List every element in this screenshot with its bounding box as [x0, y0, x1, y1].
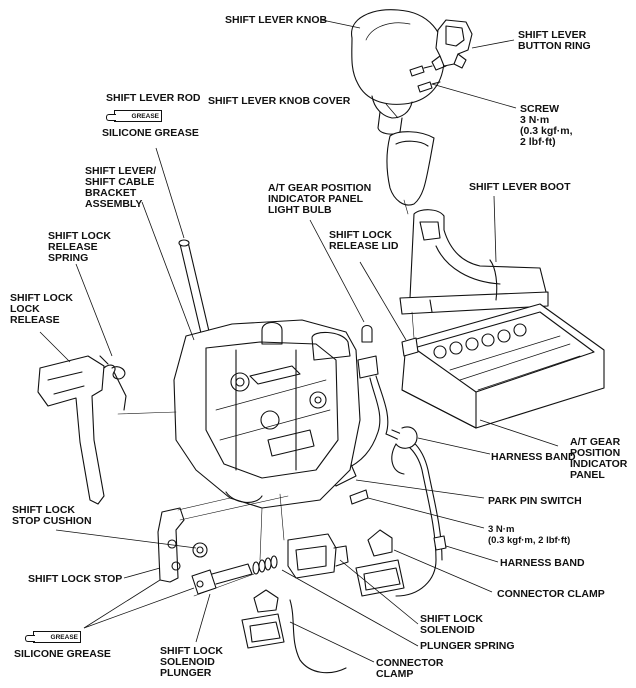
release-spring-part: [99, 355, 127, 411]
label-at-gear-position-indicator-panel: A/T GEAR POSITION INDICATOR PANEL: [570, 436, 628, 481]
label-harness-band-upper: HARNESS BAND: [491, 451, 576, 463]
label-shift-lever-bracket-assembly: SHIFT LEVER/ SHIFT CABLE BRACKET ASSEMBL…: [85, 165, 157, 210]
label-plunger-spring: PLUNGER SPRING: [420, 640, 515, 652]
grease-tube-top-icon: GREASE: [106, 110, 162, 122]
label-shift-lock-stop-cushion: SHIFT LOCK STOP CUSHION: [12, 504, 92, 527]
lock-release-part: [37, 355, 105, 505]
light-bulb-part: [357, 324, 379, 379]
release-lid-part: [401, 337, 419, 357]
stop-cushion-part: [192, 542, 208, 558]
screw-parts: [409, 65, 441, 93]
label-screw: SCREW 3 N·m (0.3 kgf·m, 2 lbf·ft): [520, 103, 573, 148]
solenoid-plunger-part: [191, 563, 253, 595]
shift-lever-knob-part: [351, 9, 445, 135]
harness-band-lower-part: [433, 535, 447, 551]
shift-lever-button-ring-part: [431, 19, 473, 71]
label-silicone-grease-bottom: SILICONE GREASE: [14, 648, 111, 660]
label-shift-lever-knob-cover: SHIFT LEVER KNOB COVER: [208, 95, 351, 107]
label-shift-lock-release-lid: SHIFT LOCK RELEASE LID: [329, 229, 399, 252]
label-park-pin-switch: PARK PIN SWITCH: [488, 495, 582, 507]
label-connector-clamp-lower: CONNECTOR CLAMP: [376, 657, 444, 680]
label-shift-lever-knob: SHIFT LEVER KNOB: [225, 14, 328, 26]
label-harness-band-lower: HARNESS BAND: [500, 557, 585, 569]
solenoid-part: [287, 533, 349, 579]
label-torque-small: 3 N·m (0.3 kgf·m, 2 lbf·ft): [488, 524, 571, 546]
label-shift-lock-stop: SHIFT LOCK STOP: [28, 573, 123, 585]
connector-clamp-upper-part: [355, 529, 405, 597]
small-screw-part: [349, 489, 369, 505]
label-shift-lever-boot: SHIFT LEVER BOOT: [469, 181, 571, 193]
label-shift-lever-rod: SHIFT LEVER ROD: [106, 92, 201, 104]
connector-clamp-lower-part: [241, 589, 285, 649]
label-silicone-grease-top: SILICONE GREASE: [102, 127, 199, 139]
label-shift-lock-solenoid: SHIFT LOCK SOLENOID: [420, 613, 483, 636]
label-shift-lock-solenoid-plunger: SHIFT LOCK SOLENOID PLUNGER: [160, 645, 223, 679]
bracket-assembly-part: [173, 319, 361, 509]
knob-cover-part: [386, 131, 435, 206]
label-shift-lock-lock-release: SHIFT LOCK LOCK RELEASE: [10, 292, 73, 326]
indicator-panel-part: [401, 303, 605, 429]
grease-tube-bottom-icon: GREASE: [25, 631, 81, 643]
label-shift-lever-button-ring: SHIFT LEVER BUTTON RING: [518, 29, 591, 52]
plunger-spring-part: [252, 555, 278, 575]
label-at-gear-position-light-bulb: A/T GEAR POSITION INDICATOR PANEL LIGHT …: [268, 182, 372, 216]
wire-harness: [289, 375, 443, 674]
label-connector-clamp-upper: CONNECTOR CLAMP: [497, 588, 605, 600]
shift-lever-boot-part: [399, 209, 549, 315]
label-shift-lock-release-spring: SHIFT LOCK RELEASE SPRING: [48, 230, 111, 264]
